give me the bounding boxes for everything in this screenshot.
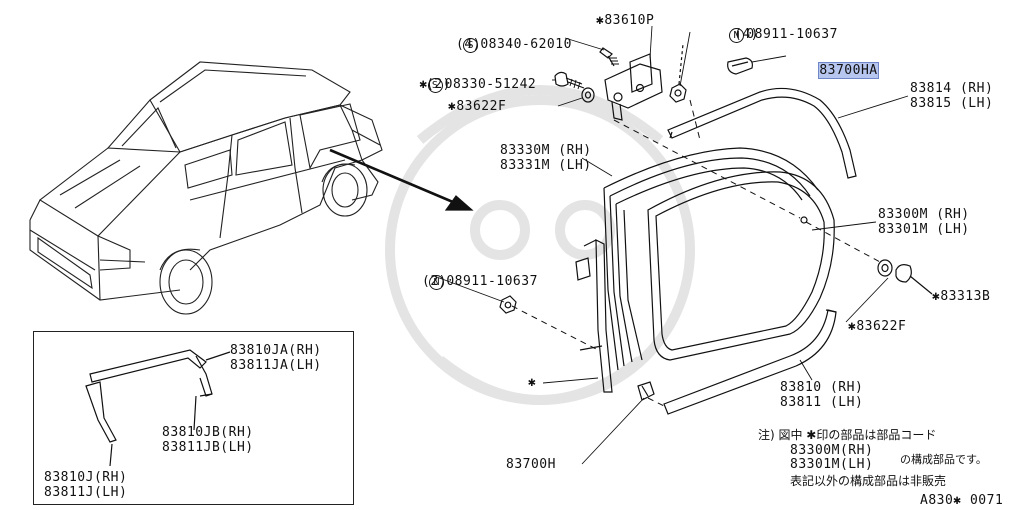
label-washer-right: ✱83622F [848, 319, 907, 334]
label-glass-rh: 83300M (RH) [878, 207, 970, 222]
inset-b-rh: 83810JB(RH) [162, 425, 254, 440]
label-clip-83700h: 83700H [506, 457, 556, 472]
quarter-glass [647, 171, 835, 361]
lower-molding [663, 309, 837, 415]
assembly-dash-lines [511, 99, 881, 407]
inset-a-rh: 83810JA(RH) [230, 343, 322, 358]
inset-box [33, 331, 354, 505]
qty-nut-top: (4) [734, 27, 759, 42]
screw-top [599, 47, 619, 67]
part-number: 08911-10637 [446, 274, 538, 289]
qty-nut-mid: (2) [422, 274, 447, 289]
nut-symbol-icon: N [429, 275, 445, 290]
part-number: 08330-51242 [444, 77, 537, 92]
note-line-3: 表記以外の構成部品は非販売 [790, 474, 947, 488]
nut-mid [499, 295, 517, 314]
qty-screw-left: (2) [426, 77, 451, 92]
label-upper-molding-lh: 83815 (LH) [910, 96, 994, 111]
label-washer-top: ✱83622F [448, 99, 507, 114]
label-clip-83700ha[interactable]: 83700HA [786, 50, 879, 92]
note-part-rh: 83300M(RH) [790, 443, 874, 458]
hinge-bracket [604, 53, 663, 121]
fastener-right [895, 264, 933, 295]
figure-code: A830✱ 0071 [920, 493, 1004, 508]
label-fastener-right: ✱83313B [932, 289, 991, 304]
label-glass-frame-rh: 83330M (RH) [500, 143, 592, 158]
note-part-lh: 83301M(LH) [790, 457, 874, 472]
detail-pointer-arrow [329, 148, 474, 211]
inset-c-lh: 83811J(LH) [44, 485, 128, 500]
clip-83700h [637, 381, 655, 401]
inset-b-lh: 83811JB(LH) [162, 440, 254, 455]
label-glass-frame-lh: 83331M (LH) [500, 158, 592, 173]
car-illustration [29, 61, 383, 315]
label-star-part: ✱ [528, 375, 537, 390]
note-line-1: 注) 図中 ✱印の部品は部品コード [758, 428, 937, 442]
label-glass-lh: 83301M (LH) [878, 222, 970, 237]
screw-symbol-icon: S [463, 38, 479, 53]
inset-c-rh: 83810J(RH) [44, 470, 128, 485]
part-number-highlight[interactable]: 83700HA [818, 62, 879, 79]
label-lower-molding-lh: 83811 (LH) [780, 395, 864, 410]
screw-symbol-icon: S [427, 78, 443, 93]
part-number: 08911-10637 [746, 27, 838, 42]
screw-left [554, 71, 585, 90]
star-mark: ✱ [419, 77, 428, 92]
clip-83700ha [727, 57, 753, 75]
upper-molding [667, 87, 857, 179]
leader-lines [433, 25, 909, 465]
part-number: 08340-62010 [480, 37, 572, 52]
inset-molding-parts [85, 349, 231, 467]
washer-right [877, 259, 893, 277]
watermark-emblem [385, 85, 695, 405]
label-upper-molding-rh: 83814 (RH) [910, 81, 994, 96]
label-lower-molding-rh: 83810 (RH) [780, 380, 864, 395]
washer-top [581, 87, 595, 103]
inset-a-lh: 83811JA(LH) [230, 358, 322, 373]
label-hinge: ✱83610P [596, 13, 655, 28]
qty-screw-top: (4) [456, 37, 481, 52]
nut-symbol-icon: N [729, 28, 745, 43]
note-line-2-suffix: の構成部品です。 [900, 453, 987, 466]
nut-top [669, 43, 687, 103]
glass-frame-assembly [575, 147, 819, 393]
